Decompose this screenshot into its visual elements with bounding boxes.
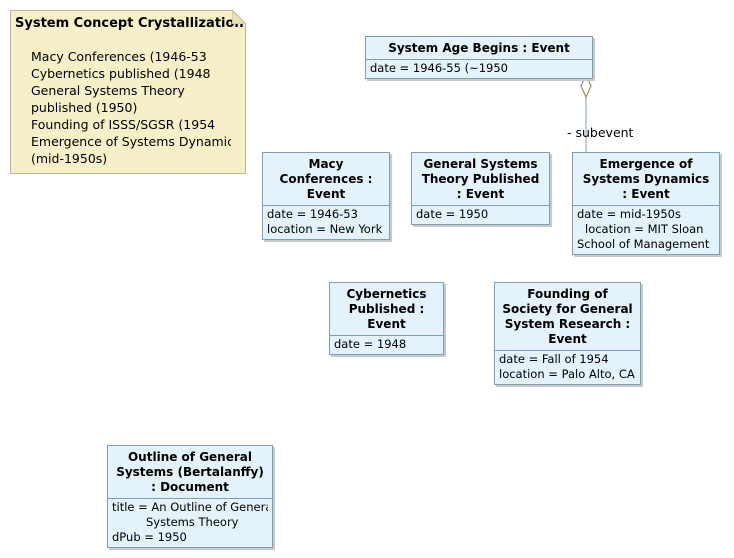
object-attribute: dPub = 1950 — [112, 530, 187, 544]
object-title: Cybernetics Published : Event — [330, 283, 443, 336]
note-list: Macy Conferences (1946-53 Cybernetics pu… — [11, 48, 231, 167]
object-title: Founding of Society for General System R… — [495, 283, 640, 351]
object-title: Emergence of Systems Dynamics : Event — [573, 153, 719, 206]
object-attribute: Systems Theory — [146, 515, 239, 529]
object-cybernetics[interactable]: Cybernetics Published : Event date = 194… — [329, 282, 444, 355]
object-attribute: title = An Outline of Genera — [112, 500, 268, 514]
note-item-continued: published (1950) — [31, 99, 231, 116]
object-title: System Age Begins : Event — [366, 37, 592, 60]
object-system-age[interactable]: System Age Begins : Event date = 1946-55… — [365, 36, 593, 79]
note-item: Macy Conferences (1946-53 — [31, 48, 231, 65]
object-title: Macy Conferences : Event — [263, 153, 389, 206]
object-outline-document[interactable]: Outline of General Systems (Bertalanffy)… — [107, 445, 273, 548]
note-item-continued: (mid-1950s) — [31, 150, 231, 167]
note-title: System Concept Crystallization — [15, 16, 244, 31]
note-item: Founding of ISSS/SGSR (1954 — [31, 116, 231, 133]
object-attribute: date = 1948 — [334, 337, 407, 351]
object-attribute: date = Fall of 1954 — [499, 352, 609, 366]
object-attribute: location = MIT Sloan — [585, 222, 704, 236]
object-attribute: date = 1946-55 (~1950 — [370, 61, 508, 75]
aggregation-diamond-icon — [580, 73, 592, 99]
note-item: Cybernetics published (1948 — [31, 65, 231, 82]
note-fold-corner — [232, 10, 246, 24]
object-attribute: date = 1950 — [416, 207, 489, 221]
object-title: General Systems Theory Published : Event — [412, 153, 549, 206]
association-role-label: - subevent — [567, 125, 634, 140]
object-systems-dynamics[interactable]: Emergence of Systems Dynamics : Event da… — [572, 152, 720, 255]
note-item: Emergence of Systems Dynamic — [31, 134, 231, 149]
object-general-systems-theory[interactable]: General Systems Theory Published : Event… — [411, 152, 550, 225]
note-item: General Systems Theory — [31, 82, 231, 99]
object-title: Outline of General Systems (Bertalanffy)… — [108, 446, 272, 499]
diagram-note[interactable]: System Concept Crystallization Macy Conf… — [10, 10, 246, 174]
object-attribute: School of Management — [577, 237, 710, 251]
object-attribute: location = New York — [267, 222, 383, 236]
object-attribute: date = 1946-53 — [267, 207, 358, 221]
object-attribute: date = mid-1950s — [577, 207, 681, 221]
object-sgsr-founding[interactable]: Founding of Society for General System R… — [494, 282, 641, 385]
object-attribute: location = Palo Alto, CA — [499, 367, 635, 381]
object-macy-conferences[interactable]: Macy Conferences : Event date = 1946-53 … — [262, 152, 390, 240]
